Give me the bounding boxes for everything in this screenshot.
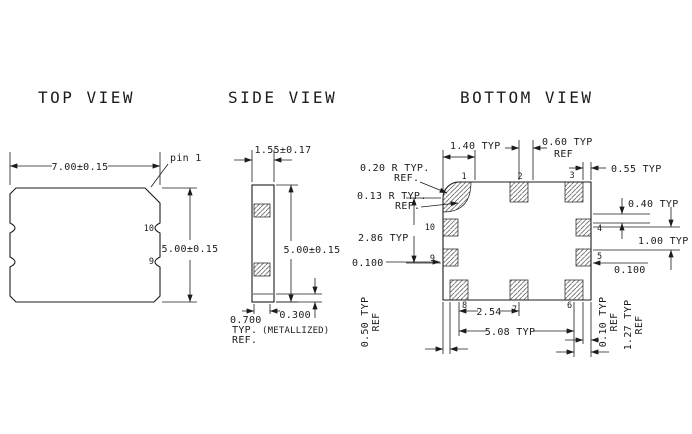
pad-8 — [449, 279, 469, 301]
pin-number-1: 1 — [461, 172, 466, 182]
dim-1-27-ref-text: REF — [634, 316, 645, 335]
pin-number-7: 7 — [512, 305, 517, 315]
pad-5 — [575, 248, 592, 267]
side-view-title: SIDE VIEW — [228, 88, 337, 107]
side-view: 1.55±0.17 5.00±0.15 0.300 0.700 TYP. (ME… — [230, 145, 340, 346]
dim-0-40-text: 0.40 TYP — [628, 199, 679, 210]
side-castellation-pad-lower — [253, 262, 271, 277]
dim-0-60-ref-text: REF — [554, 149, 573, 160]
dim-0-100-right: 0.100 — [592, 260, 648, 276]
pin-number-9: 9 — [430, 254, 435, 264]
radius-0-20-ref-text: REF. — [394, 173, 419, 184]
dim-1-00: 1.00 TYP — [593, 207, 689, 270]
dim-1-27: 1.27 TYP REF — [556, 300, 645, 355]
top-view-title: TOP VIEW — [38, 88, 135, 107]
dim-0-50-ref-text: REF — [371, 313, 382, 332]
side-typ-text: TYP. — [232, 325, 257, 336]
top-view-pin10-number: 10 — [144, 224, 154, 234]
side-castellation-width-dimension: 0.700 TYP. (METALLIZED) REF. — [230, 304, 329, 346]
side-metallized-note: (METALLIZED) — [262, 326, 329, 336]
dim-0-100-left-text: 0.100 — [352, 258, 384, 269]
radius-0-20-text: 0.20 R TYP. — [360, 163, 430, 174]
radius-0-20-callout: 0.20 R TYP. REF. — [360, 163, 448, 194]
leader-line — [420, 201, 459, 208]
pad-6 — [564, 279, 584, 301]
dim-1-27-text: 1.27 TYP — [623, 300, 634, 351]
dim-5-08: 5.08 TYP — [458, 327, 575, 338]
side-thickness-dimension: 1.55±0.17 — [234, 145, 311, 182]
side-view-body — [251, 184, 275, 303]
leader-line — [419, 181, 448, 194]
dim-0-10: 0.10 TYP REF — [565, 297, 620, 348]
bottom-view-title: BOTTOM VIEW — [460, 88, 593, 107]
pin-number-10: 10 — [425, 223, 435, 233]
dim-1-40: 1.40 TYP — [442, 141, 501, 193]
top-view-width-dimension: 7.00±0.15 — [9, 152, 161, 185]
pin-number-3: 3 — [569, 171, 574, 181]
pad-10 — [442, 218, 459, 237]
side-height-dimension: 5.00±0.15 — [276, 184, 341, 303]
side-height-dim-text: 5.00±0.15 — [284, 245, 341, 256]
dim-0-55-text: 0.55 TYP — [611, 164, 662, 175]
side-castellation-width-text: 0.700 — [230, 315, 262, 326]
radius-0-13-callout: 0.13 R TYP. REF. — [357, 191, 459, 212]
side-ref-text: REF. — [232, 335, 257, 346]
dim-2-86-text: 2.86 TYP — [358, 233, 409, 244]
radius-0-13-text: 0.13 R TYP. — [357, 191, 427, 202]
dim-0-40: 0.40 TYP — [593, 198, 679, 239]
dim-0-100-right-text: 0.100 — [614, 265, 646, 276]
leader-line — [150, 163, 169, 188]
dim-5-08-text: 5.08 TYP — [485, 327, 536, 338]
dim-0-60: 0.60 TYP REF — [505, 137, 593, 180]
side-thickness-dim-text: 1.55±0.17 — [255, 145, 312, 156]
pad-4 — [575, 218, 592, 237]
radius-0-13-ref-text: REF. — [395, 201, 420, 212]
pad-9 — [442, 248, 459, 267]
view-titles: TOP VIEW SIDE VIEW BOTTOM VIEW — [38, 88, 593, 107]
dim-2-54-text: 2.54 — [476, 307, 501, 318]
top-view-height-dimension: 5.00±0.15 — [162, 187, 219, 303]
dim-0-50: 0.50 TYP REF — [360, 297, 468, 352]
top-view: 10 9 7.00±0.15 5.00±0.15 pin 1 — [9, 152, 219, 303]
top-view-pin9-number: 9 — [149, 257, 154, 267]
side-metallization-height-dimension: 0.300 — [276, 278, 322, 321]
top-height-dim-text: 5.00±0.15 — [162, 244, 219, 255]
pad-7 — [509, 279, 529, 301]
dim-0-55: 0.55 TYP — [569, 162, 662, 180]
dim-0-10-text: 0.10 TYP — [598, 297, 609, 348]
pad-3 — [564, 181, 584, 203]
dim-1-00-text: 1.00 TYP — [638, 236, 689, 247]
dim-0-50-text: 0.50 TYP — [360, 297, 371, 348]
pad-2 — [509, 181, 529, 203]
pin-number-8: 8 — [462, 301, 467, 311]
dim-0-100-left: 0.100 — [352, 258, 441, 269]
pin1-label: pin 1 — [170, 153, 202, 164]
pin-number-5: 5 — [597, 252, 602, 262]
pin1-callout: pin 1 — [150, 153, 202, 188]
pin-number-2: 2 — [517, 172, 522, 182]
side-castellation-pad-upper — [253, 203, 271, 218]
top-view-package-outline — [9, 187, 161, 303]
pin-number-6: 6 — [567, 301, 572, 311]
dim-0-10-ref-text: REF — [609, 313, 620, 332]
pin-number-4: 4 — [597, 224, 602, 234]
top-width-dim-text: 7.00±0.15 — [52, 162, 109, 173]
side-metallization-height-text: 0.300 — [279, 310, 311, 321]
dim-0-60-text: 0.60 TYP — [542, 137, 593, 148]
dim-2-54: 2.54 — [458, 307, 520, 318]
bottom-view: 1 2 3 4 5 6 7 8 9 10 1.40 TYP 0.60 TYP R — [352, 137, 689, 357]
dim-1-40-text: 1.40 TYP — [450, 141, 501, 152]
